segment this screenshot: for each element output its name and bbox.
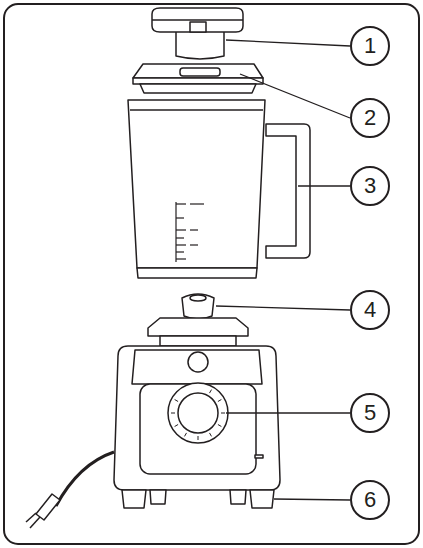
measure-scale — [176, 202, 204, 262]
dial-tick — [198, 436, 199, 440]
callout-circle: 3 — [350, 166, 390, 206]
coupling-skirt — [160, 336, 236, 346]
plug-pin — [30, 517, 40, 528]
control-panel — [140, 384, 256, 474]
cap-edge — [152, 19, 243, 21]
jar-handle — [266, 124, 310, 258]
dial-tick — [210, 433, 212, 436]
foot — [250, 490, 274, 508]
dial-ring — [168, 383, 228, 443]
motor-base — [114, 346, 280, 490]
foot — [230, 490, 246, 504]
blade-assembly — [182, 294, 214, 319]
plug — [36, 494, 60, 520]
dial-tick — [175, 425, 178, 427]
jar-rim — [130, 109, 263, 111]
dial-tick — [175, 400, 178, 402]
callout-number: 6 — [364, 489, 376, 511]
lid-cap — [152, 8, 243, 32]
power-cord — [56, 452, 114, 506]
callout-number: 3 — [364, 175, 376, 197]
drive-socket — [188, 352, 208, 372]
cap-stem — [176, 30, 224, 59]
frame — [4, 4, 419, 544]
base-collar — [132, 350, 262, 384]
indicator — [255, 455, 263, 458]
callout-number: 2 — [364, 107, 376, 129]
coupling-plate — [148, 318, 248, 336]
foot — [150, 490, 166, 504]
dial-tick — [171, 413, 175, 414]
control-dial — [178, 393, 218, 433]
plug-pin — [26, 513, 36, 522]
blade-nut — [190, 295, 206, 301]
jar — [128, 100, 265, 268]
lid-opening — [180, 68, 220, 76]
jar-base — [137, 268, 257, 278]
callout-circle: 5 — [350, 393, 390, 433]
dial-tick — [218, 400, 221, 402]
callout-circle: 2 — [350, 98, 390, 138]
callout-number: 5 — [364, 402, 376, 424]
dial-tick — [218, 425, 221, 427]
dial-tick — [221, 413, 225, 414]
callout-circle: 1 — [350, 26, 390, 66]
callout-circle: 4 — [350, 290, 390, 330]
foot — [122, 490, 146, 508]
dial-tick — [185, 433, 187, 436]
callout-number: 1 — [364, 35, 376, 57]
callout-circle: 6 — [350, 480, 390, 520]
leader-lines — [216, 40, 350, 500]
lid-seal — [140, 84, 256, 93]
cap-notch — [190, 22, 206, 32]
dial-tick — [210, 390, 212, 393]
callout-number: 4 — [364, 299, 376, 321]
blender-parts — [26, 8, 310, 528]
dial-ticks — [171, 390, 225, 440]
lid-rim — [133, 78, 263, 84]
